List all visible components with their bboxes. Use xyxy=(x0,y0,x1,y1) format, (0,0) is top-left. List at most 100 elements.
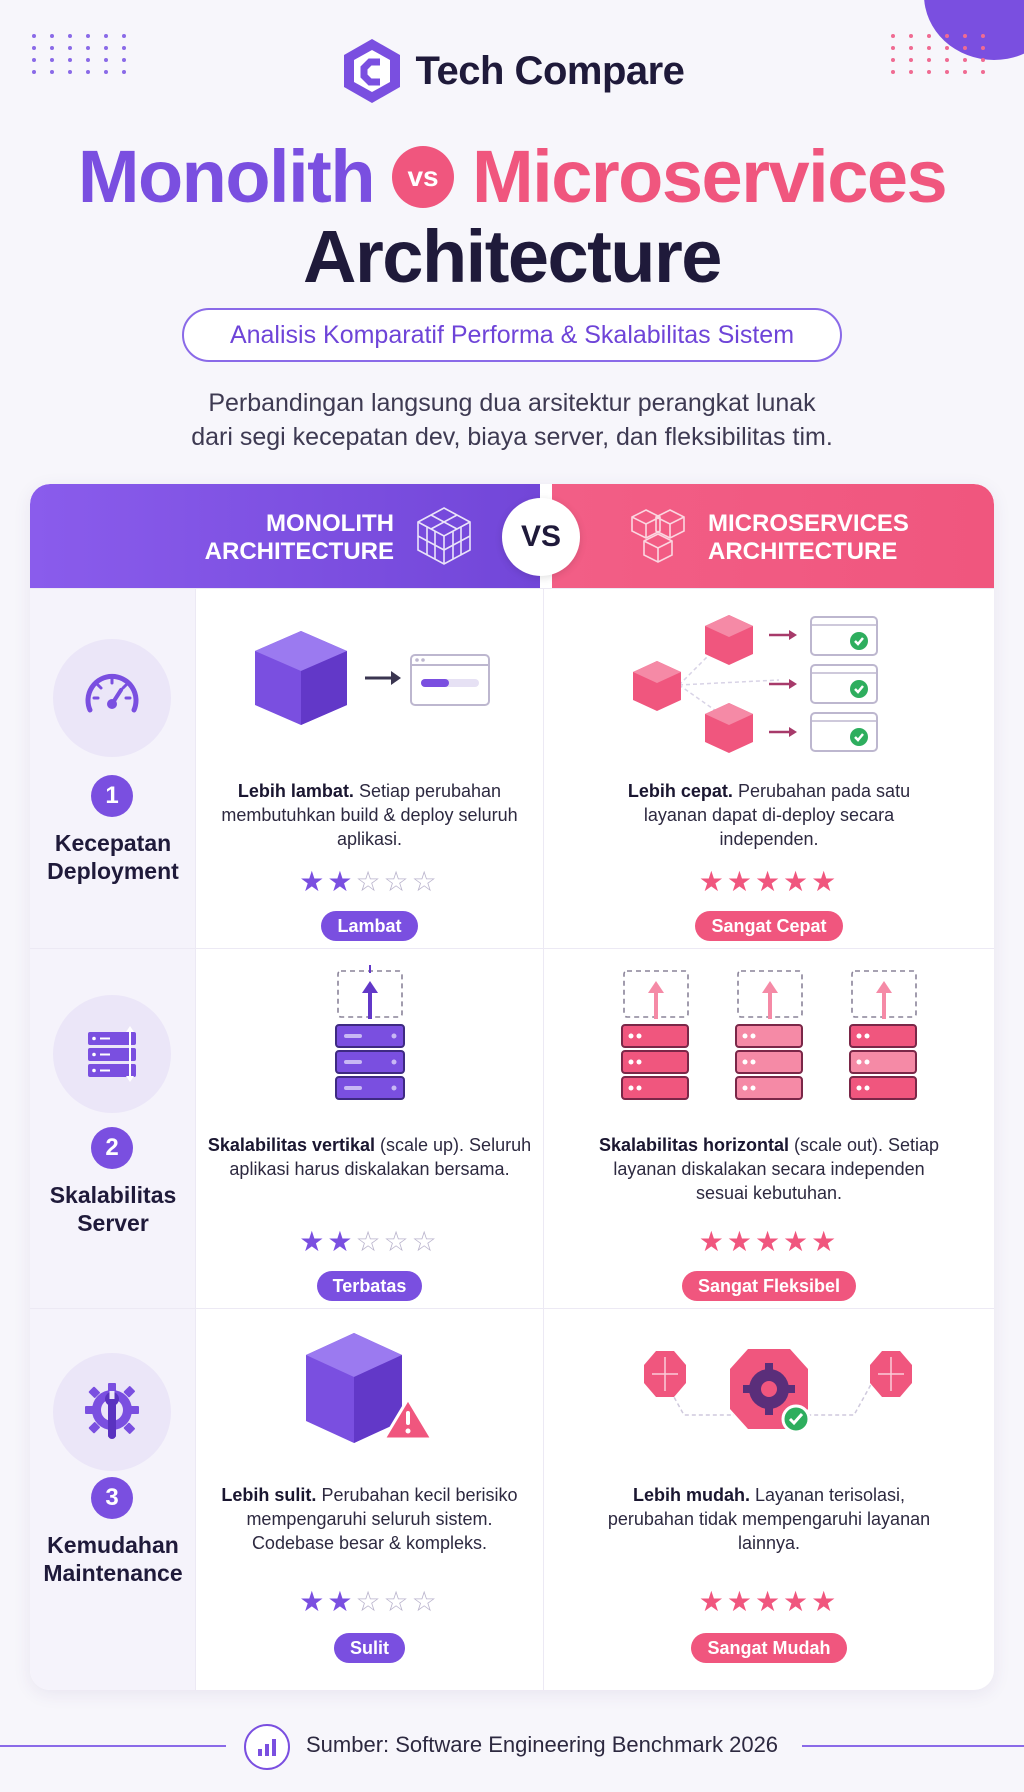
desc-text: Layanan terisolasi, perubahan tidak memp… xyxy=(607,1485,931,1553)
comparison-row-deployment: 1 Kecepatan Deployment xyxy=(30,588,994,948)
intro-line-1: Perbandingan langsung dua arsitektur per… xyxy=(208,389,816,417)
microservices-scalability-description: Skalabilitas horizontal (scale out). Set… xyxy=(594,1133,944,1205)
monolith-maintenance-cell: Lebih sulit. Perubahan kecil berisiko me… xyxy=(196,1309,544,1690)
title-microservices: Microservices xyxy=(472,135,948,218)
intro-text: Perbandingan langsung dua arsitektur per… xyxy=(0,386,1024,454)
desc-bold: Lebih sulit. xyxy=(221,1485,317,1505)
dots-decoration-left xyxy=(32,34,131,74)
desc-bold: Lebih lambat. xyxy=(237,781,354,801)
row-label-cell: 3 Kemudahan Maintenance xyxy=(30,1309,196,1690)
row-number-badge: 2 xyxy=(91,1127,133,1169)
monolith-scalability-rating: ★★☆☆☆ xyxy=(299,1226,440,1257)
comparison-row-maintenance: 3 Kemudahan Maintenance Lebih sulit. Per… xyxy=(30,1308,994,1690)
bar-chart-icon xyxy=(244,1724,290,1770)
monolith-scalability-badge-wrap: Terbatas xyxy=(196,1271,543,1301)
title-monolith: Monolith xyxy=(77,135,376,218)
microservices-maintenance-cell: Lebih mudah. Layanan terisolasi, perubah… xyxy=(544,1309,994,1690)
row-category-name: Skalabilitas Server xyxy=(30,1181,196,1237)
row-number-badge: 3 xyxy=(91,1477,133,1519)
monolith-cube-grid-icon xyxy=(417,507,471,565)
monolith-scale-up-illustration xyxy=(196,965,543,1105)
microservices-header-line-2: ARCHITECTURE xyxy=(708,538,898,565)
microservices-maintenance-badge: Sangat Mudah xyxy=(691,1633,847,1663)
microservices-scalability-rating: ★★★★★ xyxy=(698,1226,840,1257)
footer-source: Sumber: Software Engineering Benchmark 2… xyxy=(306,1732,779,1757)
monolith-header-line-2: ARCHITECTURE xyxy=(204,538,394,565)
title-architecture: Architecture xyxy=(303,215,722,298)
microservices-scalability-badge: Sangat Fleksibel xyxy=(681,1271,857,1301)
row-label-cell: 2 Skalabilitas Server xyxy=(30,949,196,1308)
comparison-row-scalability: 2 Skalabilitas Server xyxy=(30,948,994,1308)
microservices-deployment-rating: ★★★★★ xyxy=(698,866,840,897)
row-category-line-1: Kemudahan xyxy=(47,1532,179,1558)
row-number-badge: 1 xyxy=(91,775,133,817)
microservices-deployment-badge-wrap: Sangat Cepat xyxy=(544,911,994,941)
desc-bold: Skalabilitas vertikal xyxy=(207,1135,376,1155)
microservices-column-header: MICROSERVICES ARCHITECTURE xyxy=(552,484,994,588)
microservices-maintenance-description: Lebih mudah. Layanan terisolasi, perubah… xyxy=(604,1483,934,1555)
monolith-deployment-badge: Lambat xyxy=(321,911,418,941)
microservices-scalability-cell: Skalabilitas horizontal (scale out). Set… xyxy=(544,949,994,1308)
microservices-cubes-icon xyxy=(631,509,685,563)
row-label-cell: 1 Kecepatan Deployment xyxy=(30,589,196,948)
microservices-scale-out-illustration xyxy=(544,965,994,1105)
microservices-deploy-illustration xyxy=(544,605,994,755)
row-category-name: Kemudahan Maintenance xyxy=(30,1531,196,1587)
speedometer-icon xyxy=(53,639,171,757)
monolith-deploy-illustration xyxy=(196,625,543,735)
desc-text: Perubahan kecil berisiko mempengaruhi se… xyxy=(246,1485,518,1553)
row-category-name: Kecepatan Deployment xyxy=(30,829,196,885)
microservices-deployment-description: Lebih cepat. Perubahan pada satu layanan… xyxy=(604,779,934,851)
brand-header: Tech Compare xyxy=(0,36,1024,106)
monolith-column-header: MONOLITH ARCHITECTURE xyxy=(30,484,540,588)
desc-text: (scale up). Seluruh aplikasi harus diska… xyxy=(229,1135,532,1179)
monolith-deployment-description: Lebih lambat. Setiap perubahan membutuhk… xyxy=(206,779,533,851)
monolith-maintenance-rating: ★★☆☆☆ xyxy=(299,1586,440,1617)
brand-name: Tech Compare xyxy=(415,48,685,93)
comparison-table: MONOLITH ARCHITECTURE xyxy=(30,484,994,1690)
monolith-scalability-cell: Skalabilitas vertikal (scale up). Seluru… xyxy=(196,949,544,1308)
subtitle-pill: Analisis Komparatif Performa & Skalabili… xyxy=(182,308,842,362)
row-category-line-1: Kecepatan xyxy=(54,830,172,856)
microservices-isolated-illustration xyxy=(544,1337,994,1447)
dots-decoration-right xyxy=(891,34,990,74)
monolith-header-label: MONOLITH ARCHITECTURE xyxy=(205,510,394,566)
server-scale-icon xyxy=(53,995,171,1113)
tech-compare-logo-icon xyxy=(343,39,400,103)
row-category-line-2: Server xyxy=(77,1210,149,1236)
desc-text: Setiap perubahan membutuhkan build & dep… xyxy=(221,781,518,849)
microservices-maintenance-rating: ★★★★★ xyxy=(698,1586,840,1617)
microservices-deployment-badge: Sangat Cepat xyxy=(695,911,843,941)
row-category-line-2: Deployment xyxy=(47,858,179,884)
desc-bold: Lebih cepat. xyxy=(627,781,733,801)
footer-divider-right xyxy=(802,1745,1024,1747)
microservices-header-label: MICROSERVICES ARCHITECTURE xyxy=(708,510,909,566)
monolith-warning-illustration xyxy=(196,1329,543,1459)
microservices-scalability-badge-wrap: Sangat Fleksibel xyxy=(544,1271,994,1301)
wrench-gear-icon xyxy=(53,1353,171,1471)
monolith-maintenance-description: Lebih sulit. Perubahan kecil berisiko me… xyxy=(206,1483,533,1555)
desc-text: Perubahan pada satu layanan dapat di-dep… xyxy=(643,781,911,849)
footer-divider-left xyxy=(0,1745,226,1747)
row-category-line-1: Skalabilitas xyxy=(49,1182,177,1208)
footer: Sumber: Software Engineering Benchmark 2… xyxy=(0,1724,1024,1770)
desc-bold: Lebih mudah. xyxy=(632,1485,750,1505)
main-title: Monolith vs Microservices xyxy=(0,134,1024,219)
desc-text: (scale out). Setiap layanan diskalakan s… xyxy=(613,1135,940,1203)
intro-line-2: dari segi kecepatan dev, biaya server, d… xyxy=(191,423,833,451)
microservices-header-line-1: MICROSERVICES xyxy=(708,510,909,537)
microservices-deployment-cell: Lebih cepat. Perubahan pada satu layanan… xyxy=(544,589,994,948)
monolith-maintenance-badge: Sulit xyxy=(334,1633,405,1663)
monolith-maintenance-badge-wrap: Sulit xyxy=(196,1633,543,1663)
row-category-line-2: Maintenance xyxy=(43,1560,183,1586)
monolith-scalability-description: Skalabilitas vertikal (scale up). Seluru… xyxy=(206,1133,533,1181)
monolith-deployment-badge-wrap: Lambat xyxy=(196,911,543,941)
monolith-scalability-badge: Terbatas xyxy=(316,1271,423,1301)
desc-bold: Skalabilitas horizontal xyxy=(598,1135,789,1155)
monolith-header-line-1: MONOLITH xyxy=(266,510,394,537)
monolith-deployment-cell: Lebih lambat. Setiap perubahan membutuhk… xyxy=(196,589,544,948)
title-vs-badge: vs xyxy=(392,145,455,208)
monolith-deployment-rating: ★★☆☆☆ xyxy=(299,866,440,897)
microservices-maintenance-badge-wrap: Sangat Mudah xyxy=(544,1633,994,1663)
header-vs-badge: VS xyxy=(502,498,580,576)
